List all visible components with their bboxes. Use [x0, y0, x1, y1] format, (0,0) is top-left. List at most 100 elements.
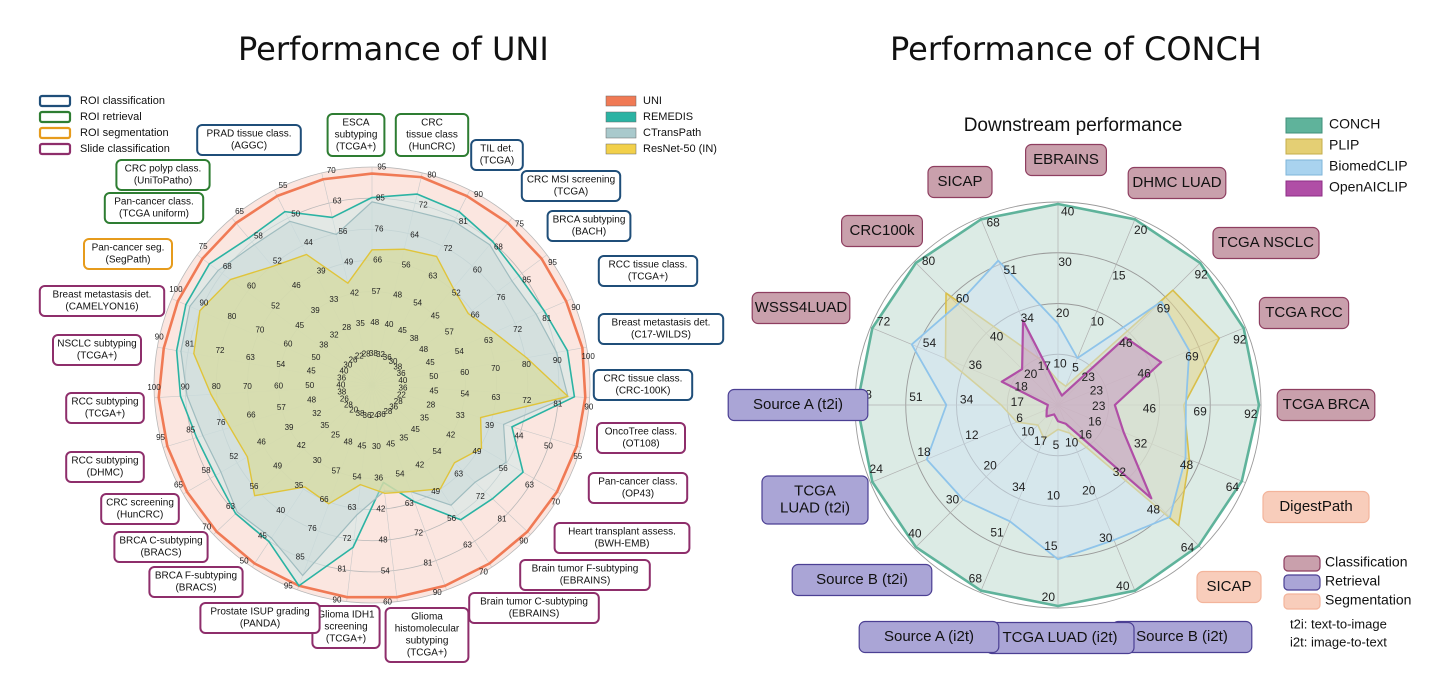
uni-tick-label: 90 [474, 190, 483, 199]
uni-axis-label-text-line: (PANDA) [240, 619, 280, 630]
uni-axis-label-8: OncoTree class.(OT108) [596, 422, 686, 454]
uni-tick-label: 76 [308, 524, 317, 533]
uni-series-legend-label: REMEDIS [643, 111, 693, 123]
uni-tick-label: 66 [320, 495, 329, 504]
uni-axis-label-text: CRC MSI screening(TCGA) [527, 175, 615, 198]
conch-axis-label-text: WSSS4LUAD [755, 299, 848, 316]
uni-tick-label: 38 [410, 334, 419, 343]
conch-tick-label: 20 [983, 459, 997, 473]
uni-axis-label-text-line: (UniToPatho) [134, 176, 192, 187]
conch-tick-label: 15 [1044, 539, 1058, 553]
conch-tick-label: 54 [923, 336, 937, 350]
conch-task-legend-swatch [1283, 574, 1321, 591]
uni-tick-label: 35 [420, 414, 429, 423]
conch-axis-label-0: EBRAINS [1024, 143, 1107, 177]
conch-axis-label-text-line: SICAP [1206, 578, 1251, 595]
uni-tick-label: 60 [284, 339, 293, 348]
conch-tick-label: 40 [908, 527, 922, 541]
uni-tick-label: 63 [484, 336, 493, 345]
uni-tick-label: 72 [522, 396, 531, 405]
uni-series-legend-swatch [605, 127, 637, 139]
uni-axis-label-text-line: (CAMELYON16) [65, 302, 138, 313]
conch-grid-ring [1006, 353, 1110, 457]
uni-tick-label: 72 [419, 200, 428, 209]
uni-tick-label: 72 [414, 529, 423, 538]
conch-tick-label: 34 [1021, 311, 1035, 325]
uni-axis-label-box [52, 334, 142, 366]
conch-axis-label-box [791, 563, 933, 597]
conch-tick-label: 18 [1014, 380, 1028, 394]
uni-axis-label-text-line: Glioma IDH1 [317, 610, 375, 621]
uni-tick-label: 72 [476, 492, 485, 501]
uni-tick-label: 52 [273, 256, 282, 265]
uni-tick-label: 80 [427, 170, 436, 179]
conch-axis-label-7: Source B (i2t) [1111, 620, 1253, 654]
conch-tick-label: 16 [1079, 427, 1093, 441]
uni-tick-label: 100 [581, 352, 595, 361]
conch-tick-label: 92 [1194, 268, 1208, 282]
uni-tick-label: 56 [402, 260, 411, 269]
uni-axis-label-box [196, 124, 302, 156]
uni-axis-label-box [592, 369, 694, 401]
uni-tick-label: 75 [199, 242, 208, 251]
uni-axis-label-text-line: NSCLC subtyping [57, 339, 136, 350]
uni-tick-label: 60 [274, 381, 283, 390]
conch-spoke [870, 326, 1059, 406]
uni-tick-label: 40 [276, 506, 285, 515]
uni-axis-label-text-line: TIL det. [480, 144, 514, 155]
uni-tick-label: 24 [370, 411, 379, 420]
uni-axis-label-text-line: BRCA C-subtyping [119, 536, 202, 547]
uni-axis-label-box [519, 559, 651, 591]
uni-tick-label: 45 [426, 358, 435, 367]
uni-tick-label: 45 [398, 326, 407, 335]
conch-tick-label: 40 [1061, 204, 1075, 218]
conch-tick-label: 92 [1233, 332, 1247, 346]
uni-tick-label: 57 [445, 328, 454, 337]
uni-axis-label-text: Prostate ISUP grading(PANDA) [210, 607, 309, 630]
conch-tick-label: 10 [1053, 356, 1067, 370]
conch-axis-label-text: TCGA BRCA [1283, 396, 1370, 413]
uni-tick-label: 33 [456, 411, 465, 420]
uni-axis-label-23: Pan-cancer seg.(SegPath) [83, 238, 173, 270]
conch-axis-label-text-line: Source A (t2i) [753, 396, 843, 413]
uni-axis-label-text-line: (BACH) [572, 227, 606, 238]
uni-axis-label-text: CRC polyp class.(UniToPatho) [125, 164, 202, 187]
uni-axis-label-text-line: (DHMC) [87, 468, 124, 479]
uni-axis-label-22: Breast metastasis det.(CAMELYON16) [38, 285, 166, 317]
conch-series-legend-label: OpenAICLIP [1329, 179, 1408, 195]
conch-grid-ring [854, 201, 1262, 609]
conch-axis-label-4: TCGA BRCA [1276, 388, 1376, 422]
uni-tick-label: 80 [227, 312, 236, 321]
uni-tick-label: 36 [374, 473, 383, 482]
conch-axis-label-box [1024, 143, 1107, 177]
uni-tick-label: 90 [433, 588, 442, 597]
uni-tick-label: 20 [349, 405, 358, 414]
conch-tick-label: 51 [909, 390, 923, 404]
conch-tick-label: 30 [946, 493, 960, 507]
conch-tick-label: 80 [922, 254, 936, 268]
uni-tick-label: 46 [292, 281, 301, 290]
uni-tick-label: 76 [217, 418, 226, 427]
uni-tick-label: 36 [377, 410, 386, 419]
conch-tick-label: 24 [870, 462, 884, 476]
uni-tick-label: 95 [156, 433, 165, 442]
uni-task-legend-swatch [38, 110, 72, 124]
uni-tick-label: 40 [385, 320, 394, 329]
conch-tick-label: 51 [990, 526, 1004, 540]
conch-spoke [914, 261, 1059, 406]
conch-tick-label: 48 [1180, 458, 1194, 472]
conch-tick-label: 23 [1090, 383, 1104, 397]
uni-axis-label-text-line: (TCGA+) [336, 142, 376, 153]
conch-tick-label: 40 [990, 329, 1004, 343]
conch-grid-ring [956, 303, 1160, 507]
uni-axis-label-text-line: ESCA [342, 118, 370, 129]
uni-axis-label-text-line: subtyping [406, 636, 449, 647]
conch-axis-label-text: TCGA RCC [1265, 304, 1343, 321]
uni-tick-label: 65 [174, 481, 183, 490]
uni-tick-label: 35 [399, 434, 408, 443]
uni-tick-label: 81 [185, 339, 194, 348]
conch-spoke [1057, 261, 1202, 406]
uni-tick-label: 68 [223, 262, 232, 271]
uni-axis-label-text-line: PRAD tissue class. [206, 129, 291, 140]
uni-tick-label: 36 [363, 411, 372, 420]
